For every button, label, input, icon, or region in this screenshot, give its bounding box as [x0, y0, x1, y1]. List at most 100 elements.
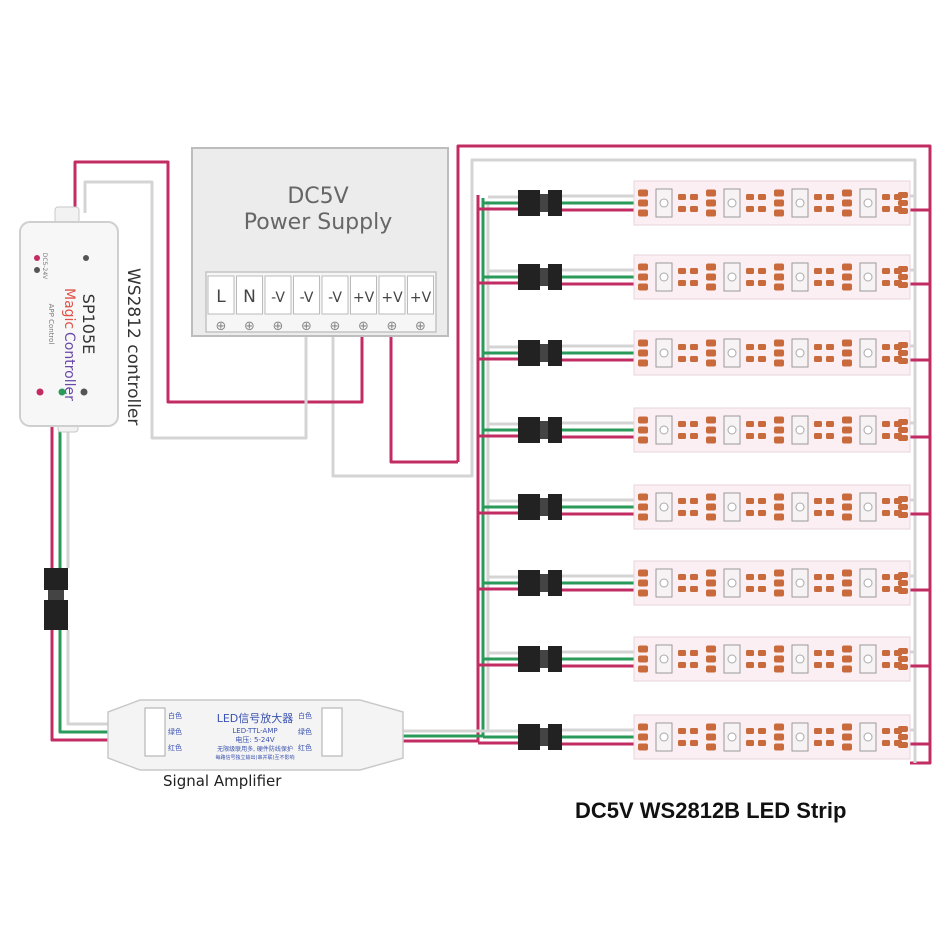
solder-pad [774, 339, 784, 347]
solder-pad [638, 645, 648, 653]
solder-pad [706, 569, 716, 577]
power-supply-title-2: Power Supply [244, 210, 392, 235]
solder-pad [774, 209, 784, 217]
amplifier-note-2: 每路信号独立输出(串并联)互不影响 [216, 754, 295, 761]
solder-pad [638, 493, 648, 501]
component-pad [882, 280, 890, 286]
sm-connector-mid [540, 574, 548, 592]
sm-connector-male [548, 570, 562, 596]
solder-pad [842, 645, 852, 653]
component-pad [882, 498, 890, 504]
component-pad [746, 650, 754, 656]
solder-pad [706, 283, 716, 291]
solder-pad [774, 513, 784, 521]
solder-pad [898, 648, 908, 654]
solder-pad [638, 589, 648, 597]
amplifier-right-panel [321, 707, 343, 757]
led-lens [727, 502, 737, 512]
component-pad [882, 586, 890, 592]
component-pad [690, 574, 698, 580]
solder-pad [638, 733, 648, 741]
component-pad [690, 268, 698, 274]
sm-connector-male [548, 724, 562, 750]
sm-connector-male [548, 417, 562, 443]
solder-pad [898, 192, 908, 198]
terminal-label: N [243, 287, 256, 307]
terminal: +V⊕ [378, 275, 406, 334]
component-pad [814, 728, 822, 734]
component-pad [678, 574, 686, 580]
component-pad [746, 433, 754, 439]
component-pad [826, 662, 834, 668]
component-pad [746, 498, 754, 504]
solder-pad [774, 733, 784, 741]
component-pad [882, 650, 890, 656]
led-lens [727, 654, 737, 664]
solder-pad [842, 503, 852, 511]
led-lens [863, 198, 873, 208]
solder-pad [774, 426, 784, 434]
sm-connector-male [548, 264, 562, 290]
led-lens [863, 425, 873, 435]
component-pad [678, 356, 686, 362]
terminal-slot [407, 275, 434, 315]
amp-left-tag: 白色 [168, 711, 182, 720]
terminal-label: L [216, 287, 226, 307]
solder-pad [706, 503, 716, 511]
solder-pad [898, 742, 908, 748]
component-pad [746, 740, 754, 746]
solder-pad [706, 493, 716, 501]
amp-left-tag: 绿色 [168, 727, 182, 736]
component-pad [826, 344, 834, 350]
component-pad [678, 728, 686, 734]
sm-connector-mid [540, 421, 548, 439]
solder-pad [774, 723, 784, 731]
solder-pad [774, 359, 784, 367]
controller-brand-2: Controller [61, 332, 77, 401]
component-pad [678, 740, 686, 746]
component-pad [882, 510, 890, 516]
solder-pad [842, 416, 852, 424]
controller-led-2 [34, 267, 40, 273]
solder-pad [898, 358, 908, 364]
solder-pad [842, 199, 852, 207]
sm-connector-female [518, 190, 540, 216]
led-lens [727, 348, 737, 358]
solder-pad [898, 350, 908, 356]
component-pad [882, 206, 890, 212]
component-pad [678, 344, 686, 350]
led-lens [659, 578, 669, 588]
terminal-label: -V [328, 290, 342, 306]
led-lens [863, 578, 873, 588]
sm-connector-mid [540, 344, 548, 362]
terminal-label: +V [381, 290, 403, 306]
solder-pad [842, 655, 852, 663]
sm-connector-male [548, 190, 562, 216]
controller-led-3 [83, 255, 89, 261]
solder-pad [842, 436, 852, 444]
component-pad [690, 280, 698, 286]
controller-led-1 [34, 255, 40, 261]
component-pad [758, 650, 766, 656]
led-strip-row [518, 407, 911, 453]
terminal: -V⊕ [264, 275, 292, 334]
terminal: L⊕ [207, 275, 235, 334]
component-pad [826, 740, 834, 746]
led-strip-row [518, 484, 911, 530]
sm-connector-mid [540, 194, 548, 212]
led-strip-row [518, 636, 911, 682]
solder-pad [898, 572, 908, 578]
power-supply-pos-wire [389, 330, 458, 464]
solder-pad [638, 579, 648, 587]
component-pad [758, 574, 766, 580]
sm-connector-mid [540, 498, 548, 516]
solder-pad [774, 645, 784, 653]
controller-port-dot-1 [36, 388, 44, 396]
component-pad [814, 268, 822, 274]
solder-pad [898, 200, 908, 206]
component-pad [678, 421, 686, 427]
terminal-label: +V [410, 290, 432, 306]
sm-connector-female [44, 600, 68, 630]
solder-pad [842, 359, 852, 367]
